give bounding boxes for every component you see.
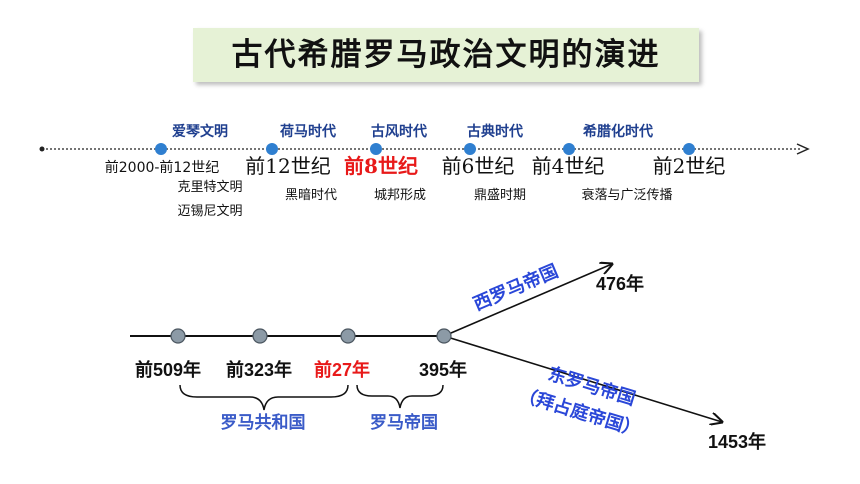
roman-timeline: 前509年 前323年 前27年 395年 罗马共和国 罗马帝国 西罗马帝国 4… (130, 260, 766, 452)
page-title: 古代希腊罗马政治文明的演进 (231, 37, 661, 73)
roman-date-label: 前323年 (226, 359, 292, 380)
west-end-date: 476年 (596, 273, 644, 294)
roman-dot (170, 328, 186, 344)
west-roman-label: 西罗马帝国 (470, 260, 561, 315)
note-label: 鼎盛时期 (474, 188, 526, 203)
date-label: 前2000-前12世纪 (105, 159, 220, 176)
era-label: 古风时代 (371, 123, 427, 140)
roman-date-label: 前509年 (135, 359, 201, 380)
east-end-date: 1453年 (708, 431, 766, 452)
roman-date-label: 395年 (419, 359, 467, 380)
date-label: 前6世纪 (442, 154, 515, 178)
greek-dot (563, 143, 575, 155)
era-label: 希腊化时代 (583, 123, 653, 140)
date-label: 前4世纪 (532, 154, 605, 178)
greek-dot (464, 143, 476, 155)
greek-dot (370, 143, 382, 155)
empire-brace (356, 384, 444, 409)
date-label: 前12世纪 (245, 154, 330, 178)
date-label-highlight: 前8世纪 (344, 154, 418, 178)
note-label: 衰落与广泛传播 (581, 187, 672, 203)
republic-brace (179, 384, 349, 411)
east-branch-arrow (443, 335, 722, 422)
roman-date-label-highlight: 前27年 (314, 359, 370, 380)
era-label: 爱琴文明 (172, 123, 228, 140)
greek-timeline-arrow (796, 143, 810, 155)
note-label: 黑暗时代 (285, 188, 337, 203)
era-label: 荷马时代 (279, 123, 336, 140)
greek-dot (155, 143, 167, 155)
note-label: 克里特文明 (177, 180, 242, 195)
date-label: 前2世纪 (653, 154, 726, 178)
roman-dot (340, 328, 356, 344)
greek-timeline: 爱琴文明 荷马时代 古风时代 古典时代 希腊化时代 前2000-前12世纪 前1… (39, 123, 810, 219)
greek-dot (683, 143, 695, 155)
roman-dot (252, 328, 268, 344)
period-label: 罗马共和国 (221, 413, 306, 433)
greek-dot (266, 143, 278, 155)
note-label: 城邦形成 (374, 188, 426, 203)
title-box: 古代希腊罗马政治文明的演进 (193, 28, 699, 82)
west-branch-arrow (443, 264, 612, 337)
period-label: 罗马帝国 (370, 412, 438, 433)
roman-dot (436, 328, 452, 344)
era-label: 古典时代 (467, 123, 523, 140)
greek-timeline-start-dot (39, 146, 45, 152)
note-label: 迈锡尼文明 (177, 204, 242, 219)
